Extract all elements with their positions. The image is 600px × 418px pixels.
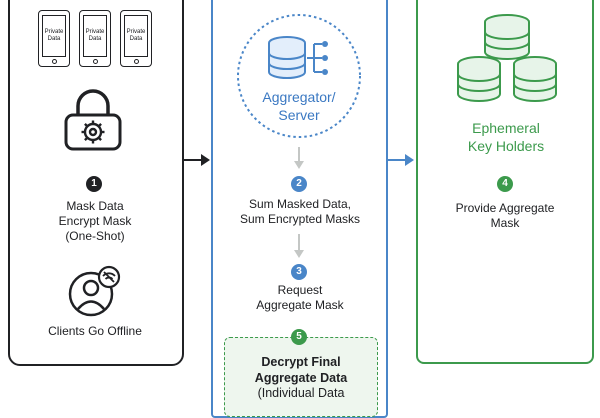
step-3-label: Request Aggregate Mask [256,283,344,312]
database-cluster-icon [457,14,557,102]
padlock-gear-icon [64,89,122,151]
offline-user-icon [68,265,121,317]
arrow-down-icon [294,147,304,169]
step-4-label: Provide Aggregate Mask [455,201,555,230]
step-2-label: Sum Masked Data, Sum Encrypted Masks [239,197,361,226]
phone-home-button [92,59,98,64]
step-5-label: Decrypt Final Aggregate Data (Individual… [254,355,348,401]
arrow-right-icon [183,154,210,166]
key-holders-title: Ephemeral Key Holders [467,120,545,154]
aggregator-server-icon [237,14,361,138]
step-3-badge: 3 [291,264,307,280]
server-title: Aggregator/ Server [262,89,336,123]
arrow-down-icon [294,234,304,258]
phone-home-button [51,59,57,64]
phone-home-button [133,59,139,64]
clients-offline-label: Clients Go Offline [48,324,142,338]
step-1-badge: 1 [86,176,102,192]
step-2-badge: 2 [291,176,307,192]
arrow-right-icon [388,154,414,166]
step-4-badge: 4 [497,176,513,192]
step-5-badge: 5 [291,329,307,345]
step-1-label: Mask Data Encrypt Mask (One-Shot) [58,199,132,243]
